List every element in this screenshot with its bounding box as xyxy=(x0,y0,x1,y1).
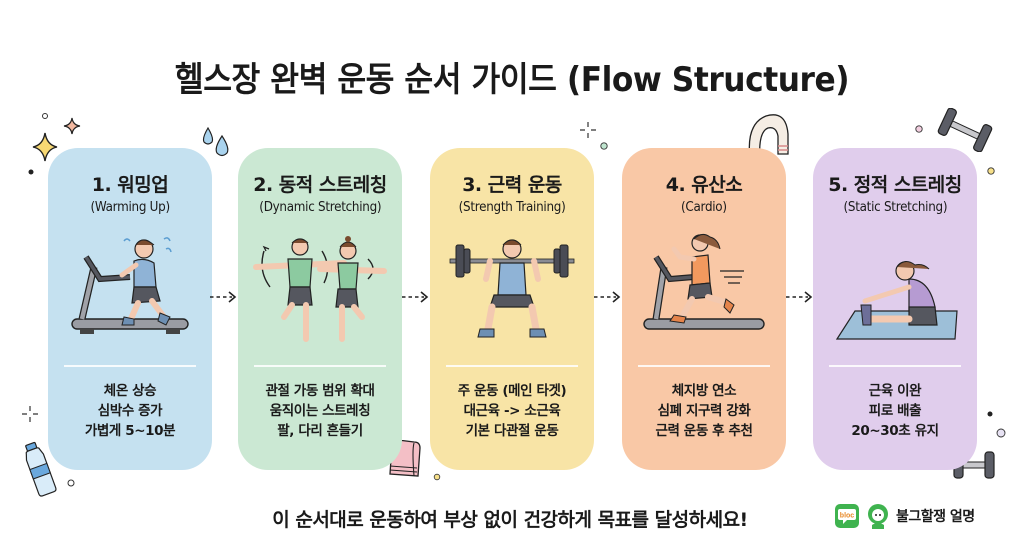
dot-icon xyxy=(987,411,993,417)
treadmill-running-illustration xyxy=(643,233,765,330)
seated-forward-bend-illustration xyxy=(835,261,958,340)
step-detail-line: 심박수 증가 xyxy=(97,403,163,419)
card-divider xyxy=(64,365,196,367)
step-card-strength-training: 3. 근력 운동 (Strength Training) 주 운동 (메인 타겟… xyxy=(430,148,594,470)
step-detail-line: 근력 운동 후 추천 xyxy=(655,423,753,439)
step-detail-line: 피로 배출 xyxy=(868,403,922,419)
footer-message: 이 순서대로 운동하여 부상 없이 건강하게 목표를 달성하세요! xyxy=(272,509,748,531)
step-subtitle: (Dynamic Stretching) xyxy=(258,200,381,215)
step-details: 체온 상승 심박수 증가 가볍게 5~10분 xyxy=(84,381,176,441)
card-divider xyxy=(254,365,386,367)
step-detail-line: 심폐 지구력 강화 xyxy=(657,403,751,419)
step-subtitle: (Strength Training) xyxy=(458,200,566,215)
sparkle-icon xyxy=(32,132,58,162)
step-title: 4. 유산소 xyxy=(665,174,743,196)
step-subtitle: (Static Stretching) xyxy=(843,200,947,215)
dot-icon xyxy=(915,125,923,133)
step-detail-line: 움직이는 스트레칭 xyxy=(269,403,371,419)
step-details: 체지방 연소 심폐 지구력 강화 근력 운동 후 추천 xyxy=(655,381,752,441)
water-drop-icon xyxy=(202,126,229,157)
flow-arrow-icon xyxy=(786,291,813,303)
mascot-avatar-icon xyxy=(868,504,888,529)
step-detail-line: 기본 다관절 운동 xyxy=(465,423,559,439)
step-detail-line: 팔, 다리 흔들기 xyxy=(277,423,363,439)
step-title: 5. 정적 스트레칭 xyxy=(828,174,962,196)
flow-arrow-icon xyxy=(210,291,237,303)
step-title: 3. 근력 운동 xyxy=(462,174,562,196)
step-card-dynamic-stretching: 2. 동적 스트레칭 (Dynamic Stretching) 관절 가동 범위… xyxy=(238,148,402,470)
sparkle-icon xyxy=(580,122,596,138)
sparkle-icon xyxy=(63,117,81,135)
dumbbell-icon xyxy=(937,108,993,152)
flow-arrow-icon xyxy=(402,291,429,303)
treadmill-walking-illustration xyxy=(71,237,189,334)
dot-icon xyxy=(42,113,48,119)
card-divider xyxy=(638,365,770,367)
step-detail-line: 근육 이완 xyxy=(868,383,922,399)
brand-signature: bloc 불그할쟁 얼명 xyxy=(834,503,975,529)
water-bottle-icon xyxy=(25,441,57,497)
dot-icon xyxy=(433,473,441,481)
dot-icon xyxy=(996,428,1006,438)
dot-icon xyxy=(28,169,34,175)
dynamic-stretching-illustration xyxy=(253,236,387,342)
page-title: 헬스장 완벽 운동 순서 가이드 (Flow Structure) xyxy=(174,60,850,100)
flow-arrow-icon xyxy=(594,291,621,303)
step-detail-line: 주 운동 (메인 타겟) xyxy=(457,383,567,399)
step-details: 관절 가동 범위 확대 움직이는 스트레칭 팔, 다리 흔들기 xyxy=(265,381,374,441)
brand-name: 불그할쟁 얼명 xyxy=(896,509,975,525)
card-divider xyxy=(829,365,961,367)
svg-text:bloc: bloc xyxy=(840,513,854,520)
step-details: 주 운동 (메인 타겟) 대근육 -> 소근육 기본 다관절 운동 xyxy=(458,381,567,441)
step-title: 2. 동적 스트레칭 xyxy=(253,174,387,196)
step-card-warming-up: 1. 워밍업 (Warming Up) 체온 상승 심박수 증가 가볍게 5~1… xyxy=(48,148,212,470)
step-details: 근육 이완 피로 배출 20~30초 유지 xyxy=(851,381,939,441)
step-subtitle: (Warming Up) xyxy=(90,200,170,215)
blog-badge-icon: bloc xyxy=(835,504,859,528)
step-card-cardio: 4. 유산소 (Cardio) 체지방 연소 심폐 지구력 강화 근력 운동 후… xyxy=(622,148,786,470)
step-detail-line: 관절 가동 범위 확대 xyxy=(265,383,375,399)
step-detail-line: 체온 상승 xyxy=(103,383,157,399)
barbell-squat-illustration xyxy=(449,239,575,338)
dot-icon xyxy=(67,479,75,487)
step-subtitle: (Cardio) xyxy=(681,200,727,215)
step-detail-line: 대근육 -> 소근육 xyxy=(463,403,561,419)
card-divider xyxy=(446,365,578,367)
step-detail-line: 20~30초 유지 xyxy=(851,423,939,439)
sparkle-icon xyxy=(22,406,38,422)
step-detail-line: 체지방 연소 xyxy=(671,383,737,399)
step-card-static-stretching: 5. 정적 스트레칭 (Static Stretching) 근육 이완 피로 … xyxy=(813,148,977,470)
dot-icon xyxy=(987,167,995,175)
step-detail-line: 가볍게 5~10분 xyxy=(84,423,176,439)
dot-icon xyxy=(600,142,608,150)
step-title: 1. 워밍업 xyxy=(91,174,169,196)
